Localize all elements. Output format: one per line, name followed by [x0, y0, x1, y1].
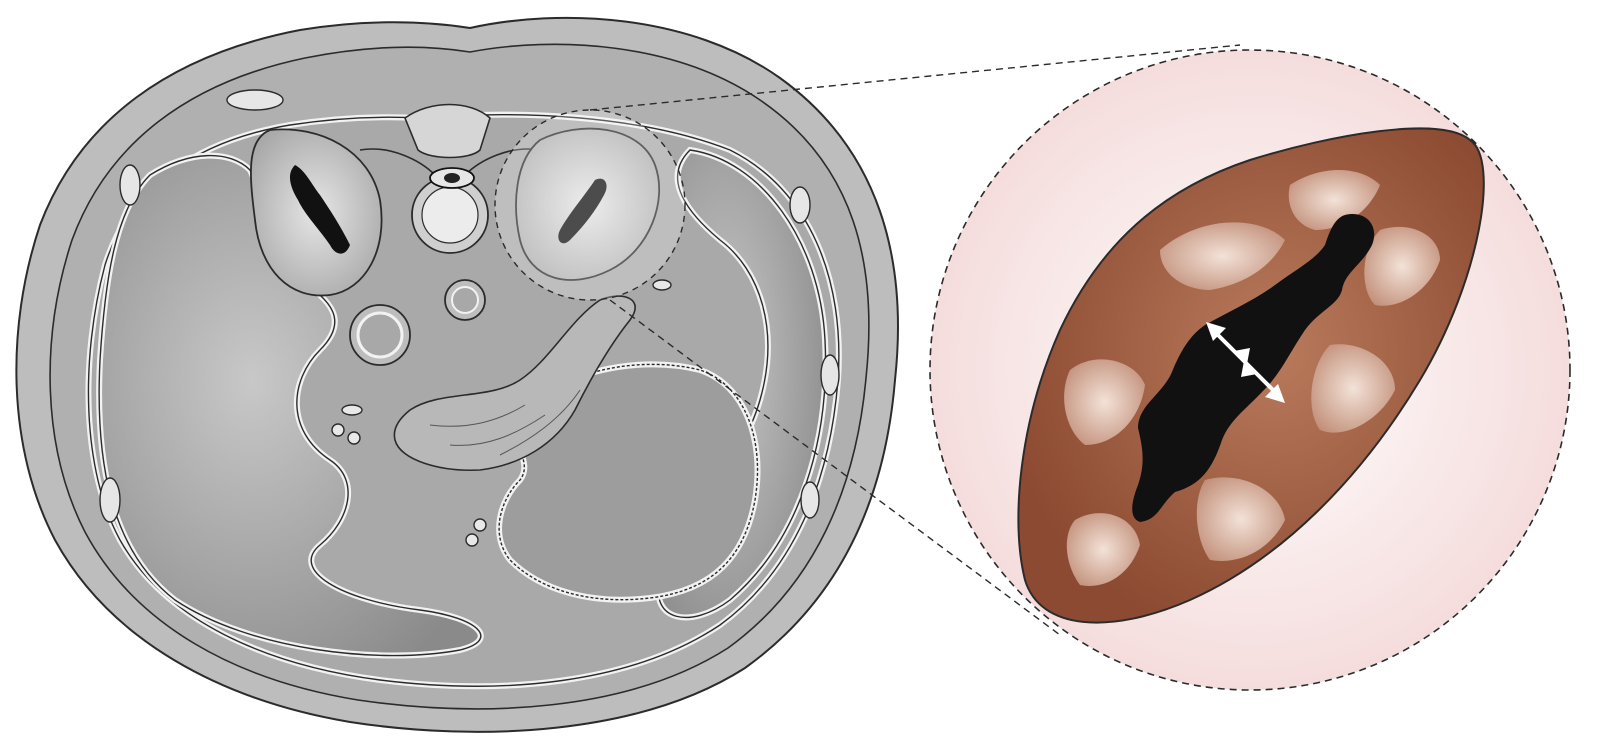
- axial-cross-section: [16, 18, 898, 732]
- magnified-inset: [930, 50, 1570, 690]
- magnify-source-circle: [495, 110, 685, 300]
